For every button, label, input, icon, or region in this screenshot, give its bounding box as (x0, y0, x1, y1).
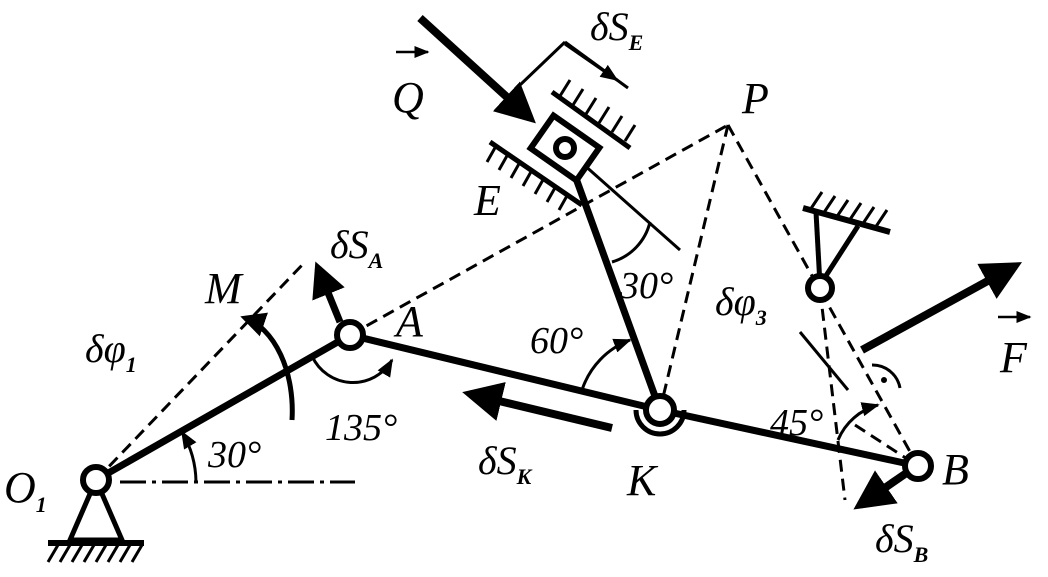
label-f: F (999, 333, 1028, 382)
label-o1: O1 (4, 463, 47, 517)
ground-support-top (802, 191, 891, 287)
angle-label-e: 30° (619, 265, 673, 307)
label-dphi3: δφ3 (715, 279, 767, 330)
label-a: A (393, 297, 424, 346)
joint-e (553, 136, 577, 160)
label-ds-a: δSA (330, 222, 383, 273)
angle-arc-a (310, 355, 394, 384)
joint-o1 (80, 464, 112, 496)
arrows (312, 15, 1032, 510)
ds-e-dimension-bar (518, 40, 567, 87)
labels: O1 A B E K P M Q F δSA δSE δSK δSB δφ1 δ… (4, 4, 1028, 567)
slider-guides (485, 79, 637, 211)
angle-arc-k (580, 338, 632, 391)
link-e-k (561, 144, 664, 414)
angle-label-k: 60° (530, 320, 583, 362)
right-angle-dot (881, 377, 887, 383)
label-m: M (204, 264, 244, 313)
angle-arc-e (611, 221, 652, 264)
label-ds-e: δSE (590, 4, 643, 55)
dashed-line-o1-top (94, 260, 307, 482)
dashed-line-a-p (349, 123, 729, 337)
force-f-arrow (860, 262, 1023, 354)
link-o1-a (92, 331, 354, 484)
label-p: P (741, 74, 769, 123)
dphi3-leader (798, 331, 850, 391)
moment-m-arc (240, 312, 295, 421)
joint-k-housing (633, 409, 687, 437)
angle-arc-o1 (180, 430, 198, 483)
force-q-arrow (417, 15, 536, 124)
right-angle-mark (871, 363, 902, 389)
label-e: E (473, 176, 501, 225)
joint-b (902, 450, 934, 482)
label-dphi1: δφ1 (85, 326, 137, 377)
ds-k-arrow (462, 382, 613, 432)
angle-arcs (180, 221, 902, 483)
label-q: Q (392, 73, 424, 122)
link-k-b (656, 406, 922, 470)
angle-label-a: 135° (325, 407, 397, 449)
label-ds-k: δSK (478, 438, 533, 489)
dashed-line-p-k (658, 124, 730, 411)
label-ds-b: δSB (875, 516, 928, 567)
joint-link3-pivot (805, 273, 835, 303)
angle-label-o1: 30° (207, 434, 261, 476)
joint-k (643, 393, 677, 427)
label-b: B (942, 445, 969, 494)
joint-a (334, 319, 366, 351)
ds-a-arrow (312, 261, 345, 324)
ds-e-arrow (564, 42, 619, 82)
joints (80, 136, 934, 496)
link-a-k (346, 331, 664, 414)
links (92, 144, 922, 484)
label-k: K (626, 456, 659, 505)
dashed-line-vertical-b (818, 289, 847, 501)
ground-support-o1 (46, 473, 144, 563)
ds-b-arrow (853, 470, 908, 510)
angle-label-b: 45° (770, 402, 823, 444)
angle-arc-b (836, 402, 880, 441)
